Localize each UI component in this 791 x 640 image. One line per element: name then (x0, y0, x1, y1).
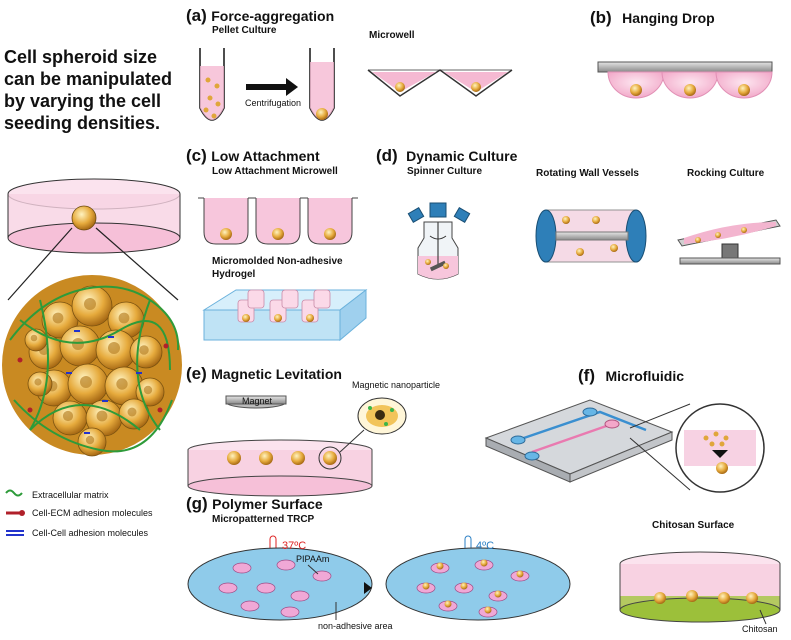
trcp-dish-warm-icon (187, 547, 373, 621)
section-letter: (e) (186, 364, 207, 383)
zoom-line-right (95, 227, 179, 301)
magnetic-nanoparticle-label: Magnetic nanoparticle (352, 380, 441, 390)
trcp-dish-cold-icon (385, 547, 571, 621)
hydrogel-label-line-2: Hydrogel (212, 269, 256, 280)
section-letter: (g) (186, 494, 208, 513)
low-attachment-microwell-label: Low Attachment Microwell (212, 166, 338, 177)
temp-cold-label: 4ºC (476, 540, 495, 552)
hydrogel-block-icon (202, 288, 368, 342)
section-b-heading: (b) Hanging Drop (590, 8, 715, 28)
legend-label: Cell-Cell adhesion molecules (32, 528, 149, 538)
section-g-heading: (g) Polymer Surface (186, 494, 323, 514)
section-a-heading: (a) Force-aggregation (186, 6, 334, 26)
section-title: Microfluidic (605, 368, 684, 384)
intro-text: Cell spheroid size can be manipulated by… (4, 46, 190, 134)
section-letter: (f) (578, 366, 595, 385)
section-c-heading: (c) Low Attachment (186, 146, 320, 166)
hanging-drop-icon (597, 61, 773, 99)
intro-line-2: can be manipulated (4, 69, 173, 89)
section-title: Polymer Surface (212, 496, 323, 512)
chitosan-surface-label: Chitosan Surface (652, 520, 735, 531)
section-letter: (a) (186, 6, 207, 25)
low-attachment-microwell-icon (198, 197, 358, 245)
legend-label: Extracellular matrix (32, 490, 109, 500)
section-title: Magnetic Levitation (211, 366, 342, 382)
zoom-line-left (7, 227, 73, 301)
rocking-culture-icon (677, 219, 781, 265)
chitosan-label: Chitosan (742, 624, 778, 634)
pellet-tube-right (309, 48, 335, 121)
pellet-tube-left (199, 48, 225, 121)
micropatterned-trcp-label: Micropatterned TRCP (212, 514, 315, 525)
centrifugation-arrow-icon (246, 78, 298, 96)
microwell-icon (367, 69, 513, 97)
section-title: Dynamic Culture (406, 148, 518, 164)
non-adhesive-area-label: non-adhesive area (318, 621, 393, 631)
magnet-label: Magnet (242, 396, 273, 406)
arrow-right-icon (364, 582, 372, 594)
section-letter: (c) (186, 146, 207, 165)
legend-item-ecm: Extracellular matrix (32, 488, 109, 502)
centrifugation-label: Centrifugation (245, 98, 302, 108)
magnetic-levitation-dish-icon (187, 395, 407, 497)
section-d-heading: (d) Dynamic Culture (376, 146, 517, 166)
pellet-culture-label: Pellet Culture (212, 25, 277, 36)
petri-dish-icon (7, 178, 181, 254)
microwell-label: Microwell (369, 30, 415, 41)
section-e-heading: (e) Magnetic Levitation (186, 364, 342, 384)
legend-item-cell-ecm: Cell-ECM adhesion molecules (32, 506, 153, 520)
rotating-wall-vessel-icon (535, 209, 647, 263)
temp-hot-label: 37ºC (282, 540, 307, 552)
rotating-wall-vessels-label: Rotating Wall Vessels (536, 168, 639, 179)
intro-line-1: Cell spheroid size (4, 47, 158, 67)
section-title: Force-aggregation (211, 8, 335, 24)
section-letter: (b) (590, 8, 612, 27)
spheroid-icon (2, 275, 182, 457)
section-f-heading: (f) Microfluidic (578, 366, 684, 386)
intro-line-4: seeding densities. (4, 113, 161, 133)
legend-item-cell-cell: Cell-Cell adhesion molecules (32, 526, 148, 540)
microfluidic-chip-icon (484, 399, 765, 493)
spinner-culture-label: Spinner Culture (407, 166, 483, 177)
section-letter: (d) (376, 146, 398, 165)
pipaam-label: PIPAAm (296, 554, 330, 564)
hydrogel-label-line-1: Micromolded Non-adhesive (212, 256, 343, 267)
chitosan-dish-icon (619, 551, 781, 625)
legend-label: Cell-ECM adhesion molecules (32, 508, 153, 518)
intro-line-3: by varying the cell (4, 91, 162, 111)
spinner-flask-icon (407, 202, 471, 280)
legend-icons (5, 489, 25, 536)
section-title: Low Attachment (211, 148, 320, 164)
section-title: Hanging Drop (622, 10, 715, 26)
rocking-culture-label: Rocking Culture (687, 168, 765, 179)
